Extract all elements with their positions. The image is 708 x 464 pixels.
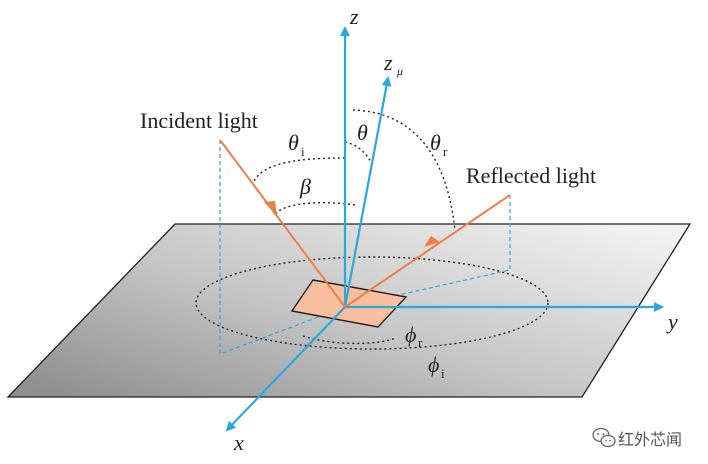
reflected-ray-arrowhead (424, 236, 440, 247)
x-axis-line (225, 306, 346, 432)
beta-label: β (299, 174, 311, 199)
theta-r-label: θ (430, 130, 441, 155)
phi-r-label: ϕ (405, 322, 416, 347)
zmu-axis-subscript: μ (396, 64, 403, 78)
reflected-light-label: Reflected light (466, 163, 596, 188)
wechat-icon (592, 427, 616, 448)
reflected-ray (344, 194, 511, 308)
watermark-text: 红外芯闻 (618, 430, 682, 449)
incident-ray (219, 139, 346, 308)
theta-i-subscript: i (301, 144, 305, 159)
phi-i-subscript: i (441, 366, 445, 381)
azimuth-ellipse (195, 256, 549, 350)
phi-r-subscript: r (418, 335, 423, 350)
theta-r-arc (352, 109, 456, 231)
reflected-plane-projection (344, 195, 511, 308)
theta-arc (344, 141, 372, 163)
incident-ray-arrowhead (264, 201, 277, 216)
beta-arc (274, 201, 356, 216)
y-axis-label: y (666, 309, 678, 334)
theta-i-arc (252, 157, 346, 184)
phi-i-label: ϕ (428, 352, 439, 377)
z-axis-label: z (349, 4, 359, 29)
theta-r-subscript: r (443, 144, 448, 159)
incident-light-label: Incident light (140, 108, 258, 133)
theta-i-label: θ (288, 130, 299, 155)
zmu-axis-line (343, 76, 392, 308)
zmu-axis-label: z (383, 50, 393, 75)
incident-plane-projection (219, 140, 346, 355)
theta-label: θ (357, 120, 368, 145)
phi-r-arc (302, 335, 397, 345)
x-axis-label: x (233, 430, 244, 455)
watermark: 红外芯闻 (592, 427, 682, 449)
